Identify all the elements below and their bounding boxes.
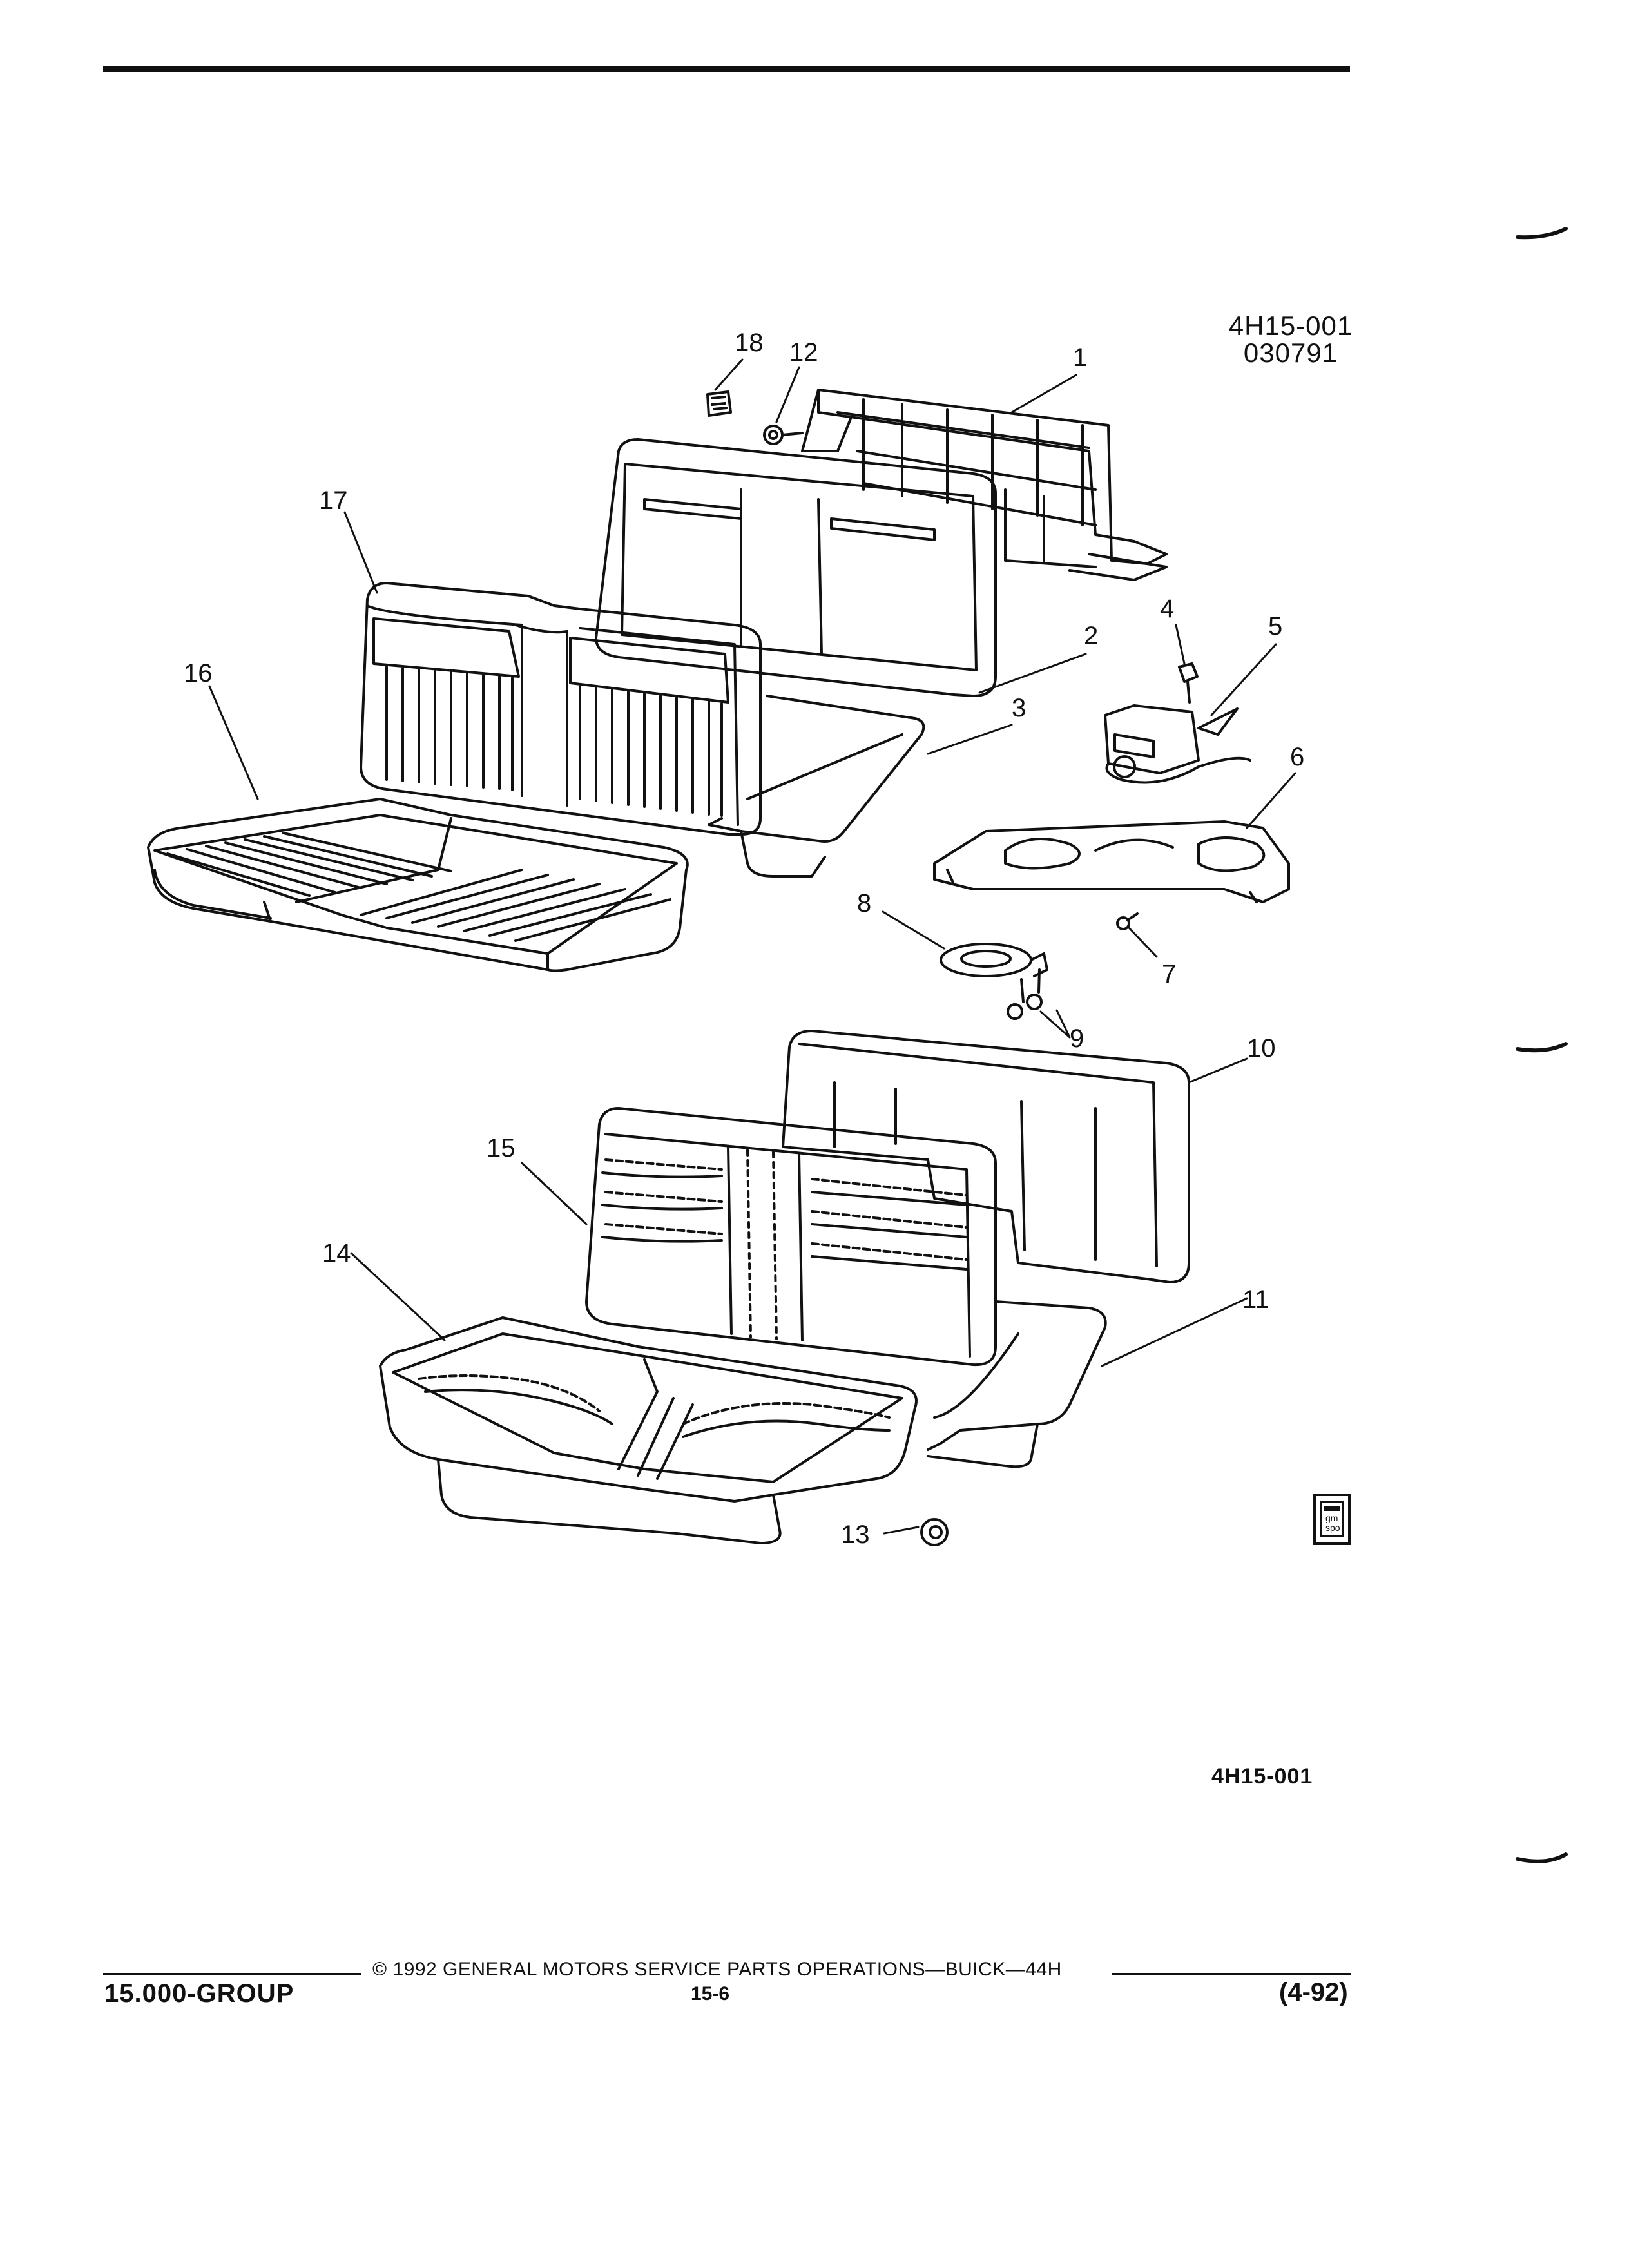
callout-12: 12 — [789, 338, 818, 367]
gm-spo-logo-line2: spo — [1325, 1523, 1340, 1533]
callout-8: 8 — [857, 889, 871, 918]
gm-spo-logo-line1: gm — [1325, 1513, 1338, 1523]
part-8-speaker — [940, 943, 1048, 977]
callout-4: 4 — [1160, 595, 1174, 623]
callout-17: 17 — [319, 486, 348, 515]
callout-11: 11 — [1242, 1285, 1269, 1314]
gm-spo-logo-band — [1324, 1506, 1340, 1511]
part-7-screw — [1116, 912, 1139, 930]
part-16-front-seat-cushion — [147, 798, 689, 972]
callout-10: 10 — [1247, 1034, 1276, 1062]
part-9-nuts — [1007, 968, 1043, 1020]
figure-code-line2: 030791 — [1243, 338, 1338, 368]
callout-16: 16 — [184, 659, 213, 687]
part-14-seat-cushion-lower — [379, 1316, 918, 1544]
margin-marks — [1516, 227, 1568, 1863]
part-4-bolt — [1178, 662, 1199, 704]
part-11-seat-cushion-lower — [927, 1300, 1107, 1468]
callout-3: 3 — [1012, 694, 1026, 722]
bottom-figure-code: 4H15-001 — [1211, 1764, 1313, 1789]
part-6-shelf-panel — [933, 820, 1290, 903]
gm-spo-logo: gm spo — [1313, 1494, 1351, 1545]
callout-13: 13 — [841, 1521, 870, 1549]
callout-6: 6 — [1290, 743, 1304, 771]
callout-7: 7 — [1162, 960, 1176, 988]
part-13-grommet — [920, 1518, 949, 1546]
figure-code: 4H15-001 030791 — [1210, 312, 1371, 367]
gm-spo-logo-frame: gm spo — [1320, 1501, 1344, 1537]
callout-15: 15 — [487, 1134, 516, 1162]
part-10-seat-back-lower — [782, 1030, 1190, 1283]
part-5-retractor — [1104, 704, 1251, 784]
callout-labels: 1 2 3 4 5 6 7 8 9 10 11 12 13 14 15 16 1… — [184, 329, 1304, 1549]
part-1-seat-back-frame — [801, 389, 1168, 581]
callout-14: 14 — [322, 1239, 351, 1267]
part-17-front-seat-back — [360, 582, 762, 836]
callout-2: 2 — [1084, 622, 1098, 650]
part-3-seat-cushion — [708, 695, 925, 878]
figure-code-line1: 4H15-001 — [1228, 311, 1353, 341]
callout-9: 9 — [1070, 1024, 1084, 1053]
part-12-nut — [763, 425, 804, 445]
callout-18: 18 — [735, 329, 764, 357]
top-rule — [103, 66, 1350, 72]
leader-lines — [208, 358, 1296, 1535]
callout-5: 5 — [1268, 612, 1282, 640]
part-2-seat-back — [595, 438, 997, 697]
part-15-seat-back-lower — [585, 1107, 997, 1367]
callout-1: 1 — [1073, 343, 1087, 372]
part-18-clip — [706, 390, 732, 417]
